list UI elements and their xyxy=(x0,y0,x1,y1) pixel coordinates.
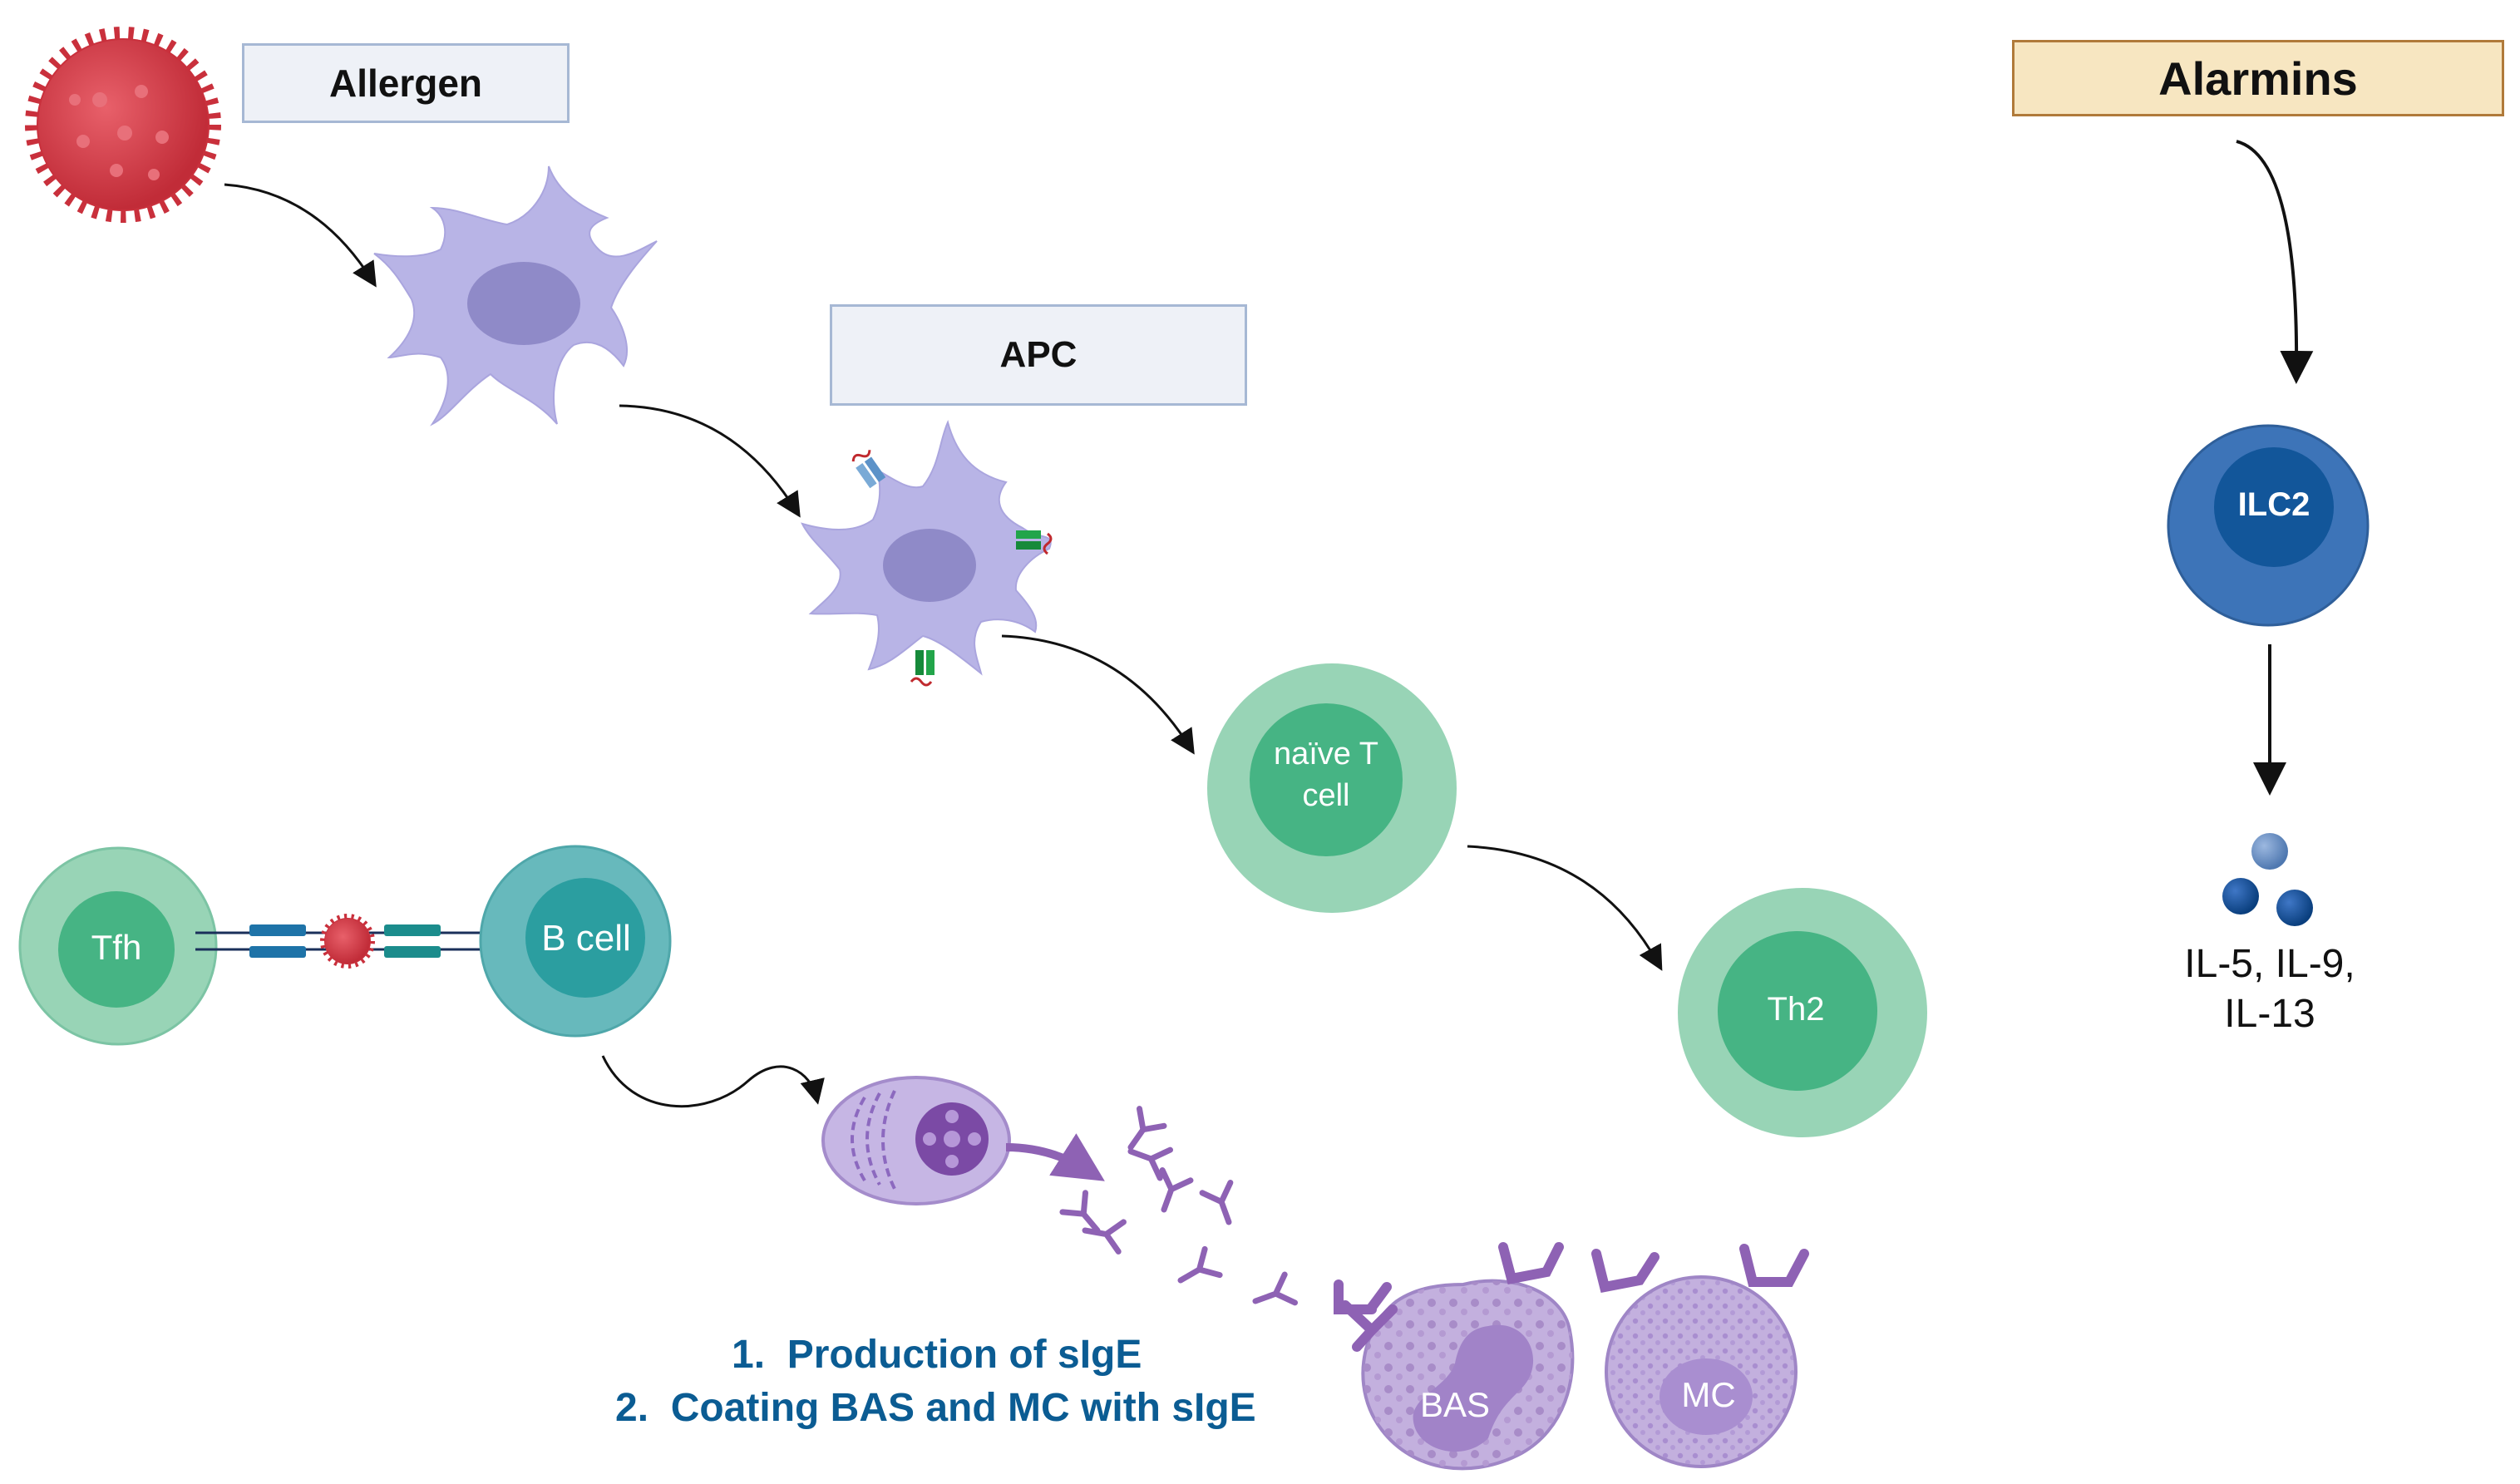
arrow-alarmins-to-ilc2 xyxy=(2236,140,2314,384)
mc-label: MC xyxy=(1681,1375,1736,1414)
process-steps: 1. Production of sIgE 2. Coating BAS and… xyxy=(615,1329,1364,1435)
ilc2-cell xyxy=(2167,424,2370,627)
cytokines-label-line2: IL-13 xyxy=(2224,992,2315,1036)
b-cell xyxy=(479,845,672,1038)
b-cell-label: B cell xyxy=(541,918,631,959)
alarmins-label-box: Alarmins xyxy=(2012,40,2504,116)
alarmins-label: Alarmins xyxy=(2158,52,2358,105)
apc-cell xyxy=(801,420,1053,687)
step-2: 2. Coating BAS and MC with sIgE xyxy=(615,1386,1256,1430)
allergen-label: Allergen xyxy=(328,62,483,105)
arrow-dc-to-apc xyxy=(619,404,801,518)
allergen-particle xyxy=(25,27,221,223)
apc-label-box: APC xyxy=(830,304,1247,406)
naive-t-label-line1: naïve T xyxy=(1273,737,1379,772)
step-1: 1. Production of sIgE xyxy=(732,1333,1142,1377)
mast-cell xyxy=(1591,1244,1809,1468)
basophil-cell xyxy=(1334,1242,1575,1471)
arrow-naive-t-to-th2 xyxy=(1467,845,1663,971)
tfh-label: Tfh xyxy=(91,928,142,967)
arrow-apc-to-naive-t xyxy=(1001,634,1195,755)
arrow-b-cell-to-plasma xyxy=(601,1055,825,1108)
arrow-plasma-to-antibodies xyxy=(1005,1133,1105,1181)
sige-antibodies xyxy=(1063,1109,1295,1315)
tfh-cell xyxy=(18,846,218,1046)
apc-label: APC xyxy=(999,334,1078,375)
cytokines-label-line1: IL-5, IL-9, xyxy=(2184,942,2355,986)
dendritic-cell xyxy=(373,165,658,426)
th2-label: Th2 xyxy=(1767,991,1825,1028)
allergen-label-box: Allergen xyxy=(242,43,570,123)
th2-cell xyxy=(1678,888,1927,1137)
plasma-cell xyxy=(821,1076,1011,1205)
arrow-allergen-to-dc xyxy=(224,183,377,288)
ilc2-label: ILC2 xyxy=(2237,486,2310,523)
naive-t-cell xyxy=(1207,663,1457,913)
naive-t-label-line2: cell xyxy=(1302,778,1350,813)
bas-label: BAS xyxy=(1419,1385,1491,1424)
immune-synapse xyxy=(195,914,491,969)
cytokine-molecules xyxy=(2222,833,2313,926)
